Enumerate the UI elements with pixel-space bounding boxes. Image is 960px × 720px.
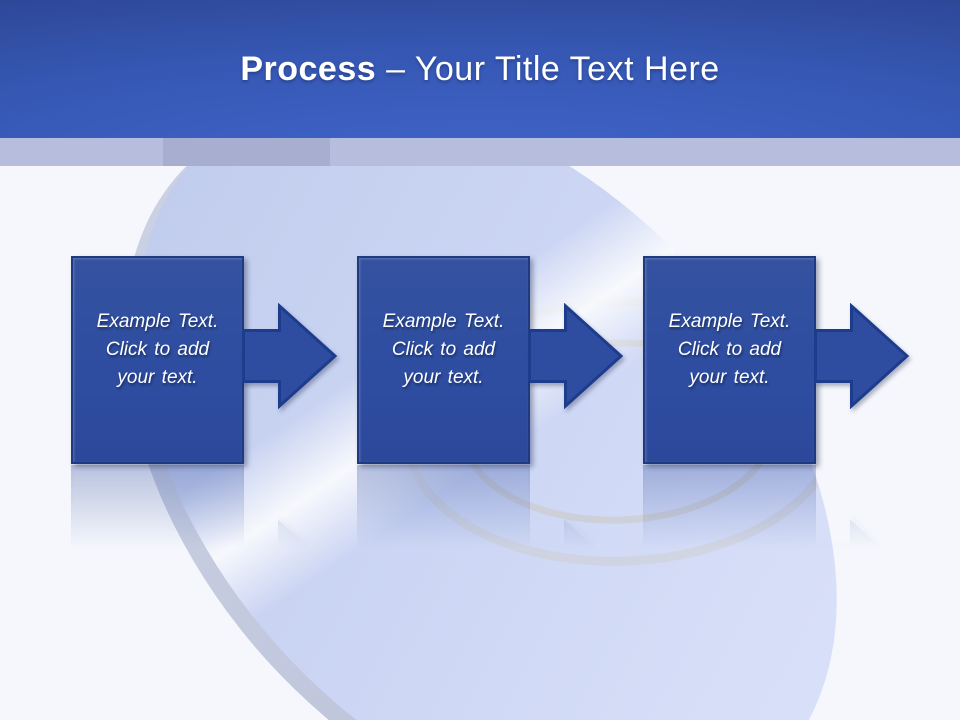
step-text-line: Click to add	[391, 339, 496, 360]
process-arrow-right-icon[interactable]	[528, 303, 624, 409]
process-step-2: Example Text. Click to add your text.	[357, 256, 624, 673]
process-step-3: Example Text. Click to add your text.	[643, 256, 910, 673]
step-2-text[interactable]: Example Text. Click to add your text.	[359, 258, 528, 392]
process-arrow-right-icon[interactable]	[242, 303, 338, 409]
process-arrow-right-icon[interactable]	[814, 303, 910, 409]
step-2-box[interactable]: Example Text. Click to add your text.	[357, 256, 530, 464]
step-3-text[interactable]: Example Text. Click to add your text.	[645, 258, 814, 392]
title-rest: Your Title Text Here	[414, 49, 720, 88]
step-3-box[interactable]: Example Text. Click to add your text.	[643, 256, 816, 464]
step-text-line: Click to add	[105, 339, 210, 360]
step-text-line: your text.	[117, 367, 198, 388]
step-1-text[interactable]: Example Text. Click to add your text.	[73, 258, 242, 392]
step-text-line: Example Text.	[382, 311, 505, 332]
accent-strip	[0, 138, 960, 166]
header-band: Process – Your Title Text Here	[0, 0, 960, 138]
title-emphasis: Process	[240, 49, 377, 88]
step-text-line: your text.	[689, 367, 770, 388]
process-step-1: Example Text. Click to add your text.	[71, 256, 338, 673]
step-text-line: Example Text.	[96, 311, 219, 332]
strip-disc-shadow	[163, 138, 330, 166]
slide-title[interactable]: Process – Your Title Text Here	[240, 50, 719, 89]
step-text-line: Example Text.	[668, 311, 791, 332]
step-text-line: Click to add	[677, 339, 782, 360]
title-separator: –	[376, 49, 415, 88]
step-1-box[interactable]: Example Text. Click to add your text.	[71, 256, 244, 464]
step-text-line: your text.	[403, 367, 484, 388]
